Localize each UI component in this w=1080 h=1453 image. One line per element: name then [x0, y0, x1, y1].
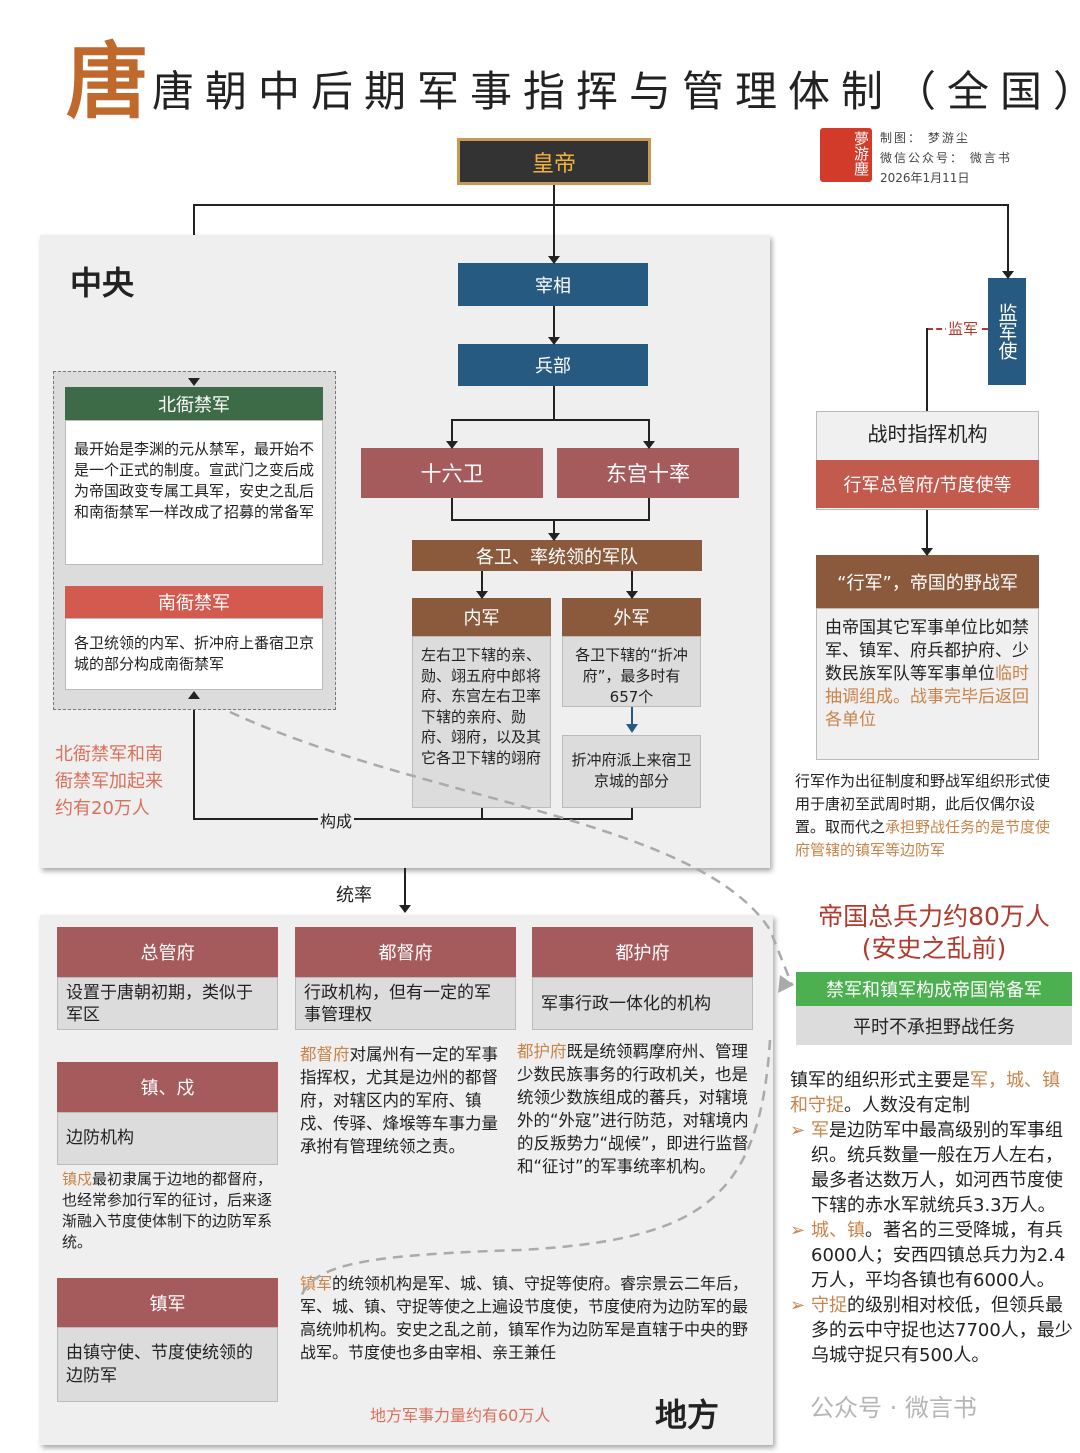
right-bullet: ➢守捉的级别相对校低，但领兵最多的云中守捉也达7700人，最少乌城守捉只有500…: [790, 1295, 1073, 1366]
weishuai-box: 各卫、率统领的军队: [412, 540, 702, 571]
zhenshu-body: 边防机构: [57, 1112, 278, 1165]
watermark: 公众号 · 微言书: [810, 1394, 977, 1422]
beiya-header: 北衙禁军: [65, 387, 323, 420]
dudu-text: 都督府对属州有一定的军事指挥权，尤其是边州的都督府，对辖区内的军府、镇戍、传驿、…: [300, 1045, 498, 1156]
beiya-body: 最开始是李渊的元从禁军，最开始不是一个正式的制度。宣武门之变后成为帝国政变专属工…: [65, 420, 323, 565]
summary-green-band: 禁军和镇军构成帝国常备军: [796, 972, 1072, 1006]
nanya-body: 各卫统领的内军、折冲府上番宿卫京城的部分构成南衙禁军: [65, 618, 323, 690]
summary-gray-band: 平时不承担野战任务: [796, 1006, 1072, 1045]
neijun-header: 内军: [412, 598, 551, 636]
wartime-band: 行军总管府/节度使等: [816, 460, 1039, 508]
local-label: 地方: [655, 1396, 720, 1434]
credit-date: 2026年1月11日: [880, 171, 970, 185]
duhu-header: 都护府: [532, 927, 753, 977]
donggong-box: 东宫十率: [557, 448, 739, 498]
summary-total: 帝国总兵力约80万人: [818, 902, 1050, 931]
bullet-arrow-icon: ➢: [790, 1120, 806, 1141]
zhenjun-header: 镇军: [57, 1278, 278, 1327]
zhenjun-body: 由镇守使、节度使统领的边防军: [57, 1327, 278, 1402]
tang-logo: 唐: [66, 34, 149, 130]
zhenjun-text: 镇军的统领机构是军、城、镇、守捉等使府。睿宗景云二年后，军、城、镇、守捉等使之上…: [300, 1274, 749, 1362]
jianjun-box: 监军使: [988, 278, 1026, 385]
nanya-header: 南衙禁军: [65, 586, 323, 618]
zhechong-body: 折冲府派上来宿卫京城的部分: [562, 735, 701, 808]
local-total: 地方军事力量约有60万人: [370, 1406, 551, 1425]
zongguan-body: 设置于唐朝初期，类似于军区: [57, 977, 278, 1030]
shiliuwei-box: 十六卫: [361, 448, 543, 498]
waijun-body: 各卫下辖的“折冲府”，最多时有657个: [562, 636, 701, 707]
credit-account: 微信公众号： 微言书: [880, 151, 1012, 165]
xingjun-note: 行军作为出征制度和野战军组织形式使用于唐初至武周时期，此后仅偶尔设置。取而代之承…: [795, 772, 1051, 859]
arrow-down-icon: [626, 724, 638, 733]
central-label: 中央: [70, 264, 135, 302]
summary-sub: (安史之乱前): [861, 934, 1007, 963]
jinjun-total: 北衙禁军和南衙禁军加起来约有20万人: [55, 744, 163, 819]
jianjun-label: 监军: [946, 318, 981, 339]
goucheng-label: 构成: [318, 808, 355, 832]
bullet-arrow-icon: ➢: [790, 1295, 806, 1316]
right-text: 镇军的组织形式主要是军，城、镇和守捉。人数没有定制 ➢军是边防军中最高级别的军事…: [790, 1068, 1075, 1368]
duhu-body: 军事行政一体化的机构: [532, 977, 753, 1030]
emperor-box: 皇帝: [457, 138, 651, 185]
right-bullet: ➢军是边防军中最高级别的军事组织。统兵数量一般在万人左右，最多者达数万人，如河西…: [790, 1120, 1063, 1216]
credit-maker: 制图： 梦游尘: [880, 131, 970, 145]
zhenshu-header: 镇、戍: [57, 1062, 278, 1112]
wartime-title: 战时指挥机构: [867, 422, 988, 446]
right-intro: 镇军的组织形式主要是军，城、镇和守捉。人数没有定制: [790, 1070, 1060, 1116]
bingbu-box: 兵部: [458, 344, 648, 386]
duhu-text: 都护府既是统领羁摩府州、管理少数民族事务的行政机关，也是统领少数族组成的蕃兵，对…: [517, 1042, 749, 1176]
tongshuai-label: 统率: [336, 885, 372, 906]
xingjun-body: 由帝国其它军事单位比如禁军、镇军、府兵都护府、少数民族军队等军事单位临时抽调组成…: [816, 608, 1039, 760]
zongguan-header: 总管府: [57, 927, 278, 977]
page-title: 唐朝中后期军事指挥与管理体制（全国）: [152, 67, 1080, 116]
xingjun-header: “行军”，帝国的野战军: [816, 555, 1039, 608]
author-seal: 夢游塵: [820, 128, 872, 182]
zhenshu-text: 镇戍最初隶属于边地的都督府，也经常参加行军的征讨，后来逐渐融入节度使体制下的边防…: [62, 1170, 273, 1251]
neijun-body: 左右卫下辖的亲、勋、翊五府中郎将府、东宫左右卫率下辖的亲府、勋府、翊府，以及其它…: [412, 636, 551, 808]
waijun-header: 外军: [562, 598, 701, 636]
dudu-header: 都督府: [295, 927, 516, 977]
bullet-arrow-icon: ➢: [790, 1220, 806, 1241]
dudu-body: 行政机构，但有一定的军事管理权: [295, 977, 516, 1030]
right-bullet: ➢城、镇。著名的三受降城，有兵6000人；安西四镇总兵力为2.4万人，平均各镇也…: [790, 1220, 1066, 1291]
zaixiang-box: 宰相: [458, 263, 648, 306]
